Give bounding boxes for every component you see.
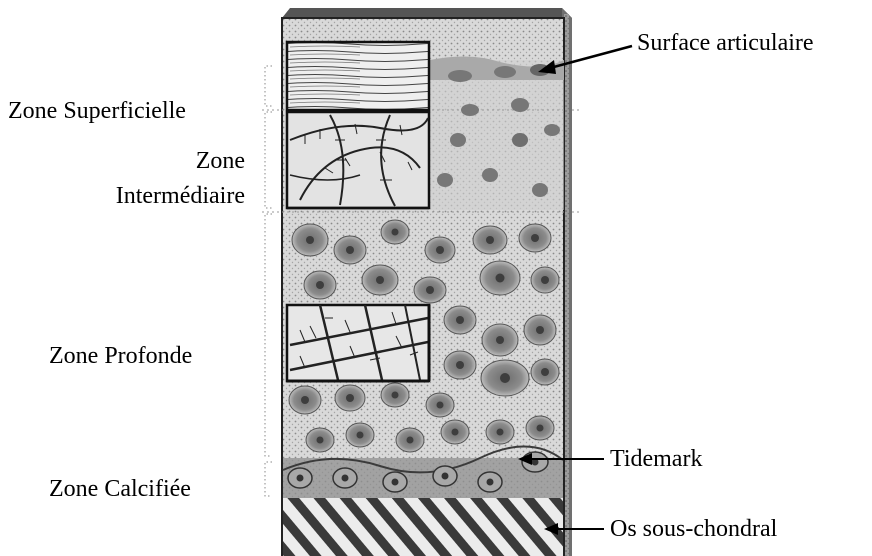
label-tidemark: Tidemark — [610, 444, 702, 474]
label-zone-calcifiee: Zone Calcifiée — [49, 474, 191, 504]
label-os-sous-chondral: Os sous-chondral — [610, 514, 777, 544]
label-zone-intermediaire-line2: Intermédiaire — [40, 181, 245, 211]
label-surface-articulaire: Surface articulaire — [637, 28, 814, 58]
label-zone-profonde: Zone Profonde — [49, 341, 192, 371]
label-zone-intermediaire-line1: Zone — [40, 146, 245, 176]
label-zone-superficielle: Zone Superficielle — [8, 96, 186, 126]
zone-brackets — [265, 66, 272, 496]
